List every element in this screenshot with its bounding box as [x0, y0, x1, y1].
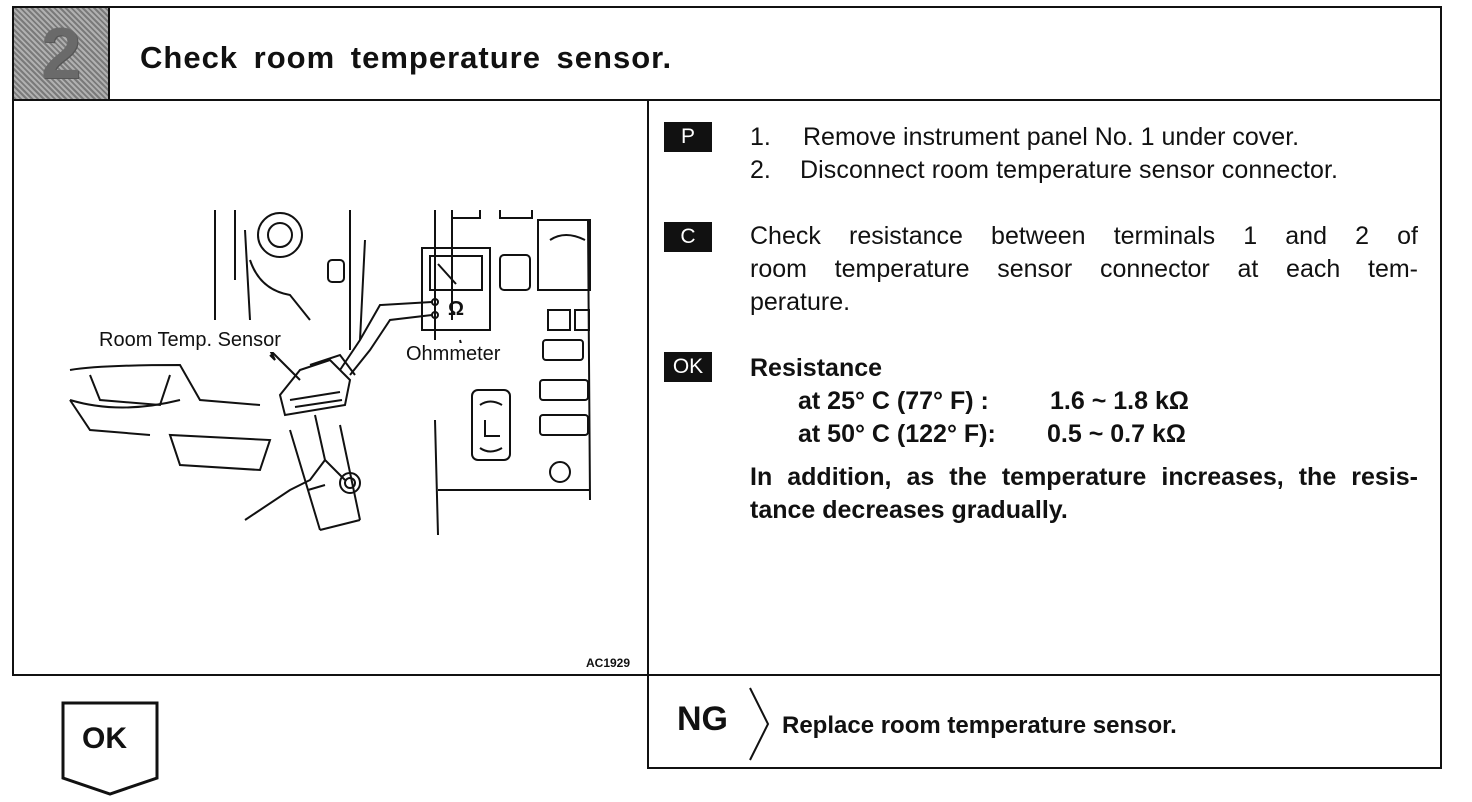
ng-box-bottom	[647, 767, 1442, 769]
check-line: room temperature sensor connector at eac…	[750, 255, 1418, 283]
ohm-symbol: Ω	[448, 298, 465, 320]
ng-box-right	[1440, 676, 1442, 769]
tag-check: C	[664, 222, 712, 252]
step-number-box: 2	[14, 8, 110, 99]
ng-action-text: Replace room temperature sensor.	[782, 712, 1177, 739]
ng-box-left	[647, 676, 649, 769]
check-line: perature.	[750, 288, 851, 316]
sensor-illustration	[69, 210, 591, 536]
spec-condition: at 25° C (77° F) :	[798, 387, 989, 415]
spec-condition: at 50° C (122° F):	[798, 420, 996, 448]
prepare-item-text: Remove instrument panel No. 1 under cove…	[803, 123, 1300, 151]
ok-result-label: OK	[82, 722, 127, 755]
spec-note: tance decreases gradually.	[750, 496, 1068, 524]
tag-ok: OK	[664, 352, 712, 382]
tag-prepare: P	[664, 122, 712, 152]
spec-heading: Resistance	[750, 354, 883, 382]
column-divider	[647, 100, 649, 676]
prepare-item-text: Disconnect room temperature sensor conne…	[800, 156, 1339, 184]
procedure-frame	[12, 6, 1442, 676]
prepare-item-num: 2.	[750, 156, 771, 184]
prepare-item-num: 1.	[750, 123, 771, 151]
sensor-label: Room Temp. Sensor	[97, 329, 283, 352]
figure-code: AC1929	[586, 656, 631, 670]
header-divider	[12, 99, 1442, 101]
spec-value: 0.5 ~ 0.7 kΩ	[1047, 420, 1186, 448]
spec-note: In addition, as the temperature increase…	[750, 463, 1418, 491]
ng-chevron	[749, 687, 770, 761]
step-title: Check room temperature sensor.	[140, 40, 673, 75]
step-number: 2	[40, 13, 82, 94]
ok-result-arrow	[61, 701, 159, 796]
ng-result-label: NG	[677, 700, 728, 738]
spec-value: 1.6 ~ 1.8 kΩ	[1050, 387, 1189, 415]
ohmmeter-label: Ohmmeter	[404, 343, 503, 366]
check-line: Check resistance between terminals 1 and…	[750, 222, 1418, 250]
